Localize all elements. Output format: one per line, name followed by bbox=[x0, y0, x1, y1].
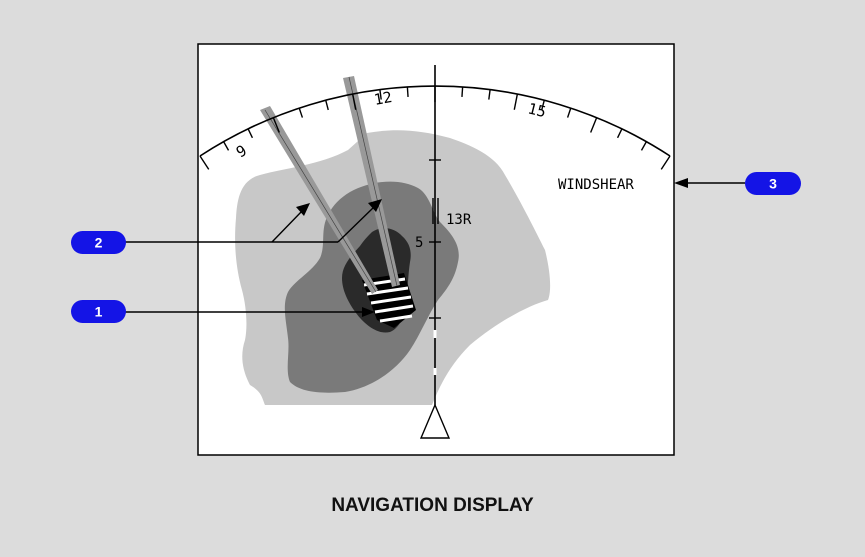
compass-tick bbox=[406, 86, 409, 98]
callout-3-arrowhead bbox=[674, 178, 688, 188]
callout-badge-2: 2 bbox=[71, 231, 126, 254]
compass-tick bbox=[488, 89, 491, 100]
compass-tick bbox=[298, 107, 304, 118]
windshear-icon-stripe bbox=[370, 295, 412, 305]
compass-tick bbox=[272, 117, 280, 133]
compass-tick bbox=[541, 100, 545, 111]
range-label: 5 bbox=[415, 235, 423, 251]
windshear-icon-stripe bbox=[374, 304, 414, 314]
compass-tick bbox=[513, 93, 519, 110]
compass-tick bbox=[325, 100, 329, 111]
callout-badge-3-label: 3 bbox=[769, 176, 777, 192]
compass-tick bbox=[590, 117, 598, 133]
callout-2-branch-right bbox=[337, 205, 376, 243]
compass-tick bbox=[640, 141, 648, 151]
compass-tick bbox=[247, 128, 254, 139]
callout-badge-3: 3 bbox=[745, 172, 801, 195]
callout-2-arrowhead-right bbox=[368, 199, 382, 212]
beam-right-edge bbox=[348, 76, 398, 287]
runway-label: 13R bbox=[446, 212, 472, 228]
beam-right bbox=[343, 76, 400, 287]
compass-tick bbox=[199, 155, 210, 170]
compass-label-12: 12 bbox=[373, 88, 394, 109]
windshear-alert-text: WINDSHEAR bbox=[558, 177, 634, 193]
compass-tick bbox=[461, 86, 464, 98]
compass-tick bbox=[222, 141, 230, 151]
callout-arrows bbox=[125, 178, 745, 317]
callout-1-arrowhead bbox=[362, 307, 375, 317]
compass-tick bbox=[351, 93, 357, 110]
callout-badge-1-label: 1 bbox=[95, 304, 103, 320]
callout-2-branch-left bbox=[271, 209, 304, 243]
callout-badge-2-shape bbox=[71, 231, 126, 254]
windshear-icon-stripe bbox=[379, 314, 413, 323]
callout-badge-2-label: 2 bbox=[95, 235, 103, 251]
callout-2-arrowhead-left bbox=[296, 203, 310, 216]
callout-badge-1-shape bbox=[71, 300, 126, 323]
compass-tick bbox=[660, 155, 671, 170]
callout-badge-1: 1 bbox=[71, 300, 126, 323]
diagram-caption: NAVIGATION DISPLAY bbox=[331, 495, 534, 516]
compass-label-15: 15 bbox=[526, 99, 548, 121]
callout-badge-3-shape bbox=[745, 172, 801, 195]
beam-left-edge bbox=[264, 109, 377, 293]
windshear-icon-stripe bbox=[366, 286, 409, 296]
compass-tick bbox=[566, 107, 572, 118]
compass-tick bbox=[616, 128, 623, 139]
compass-tick bbox=[379, 89, 382, 100]
aircraft-symbol bbox=[419, 403, 451, 439]
